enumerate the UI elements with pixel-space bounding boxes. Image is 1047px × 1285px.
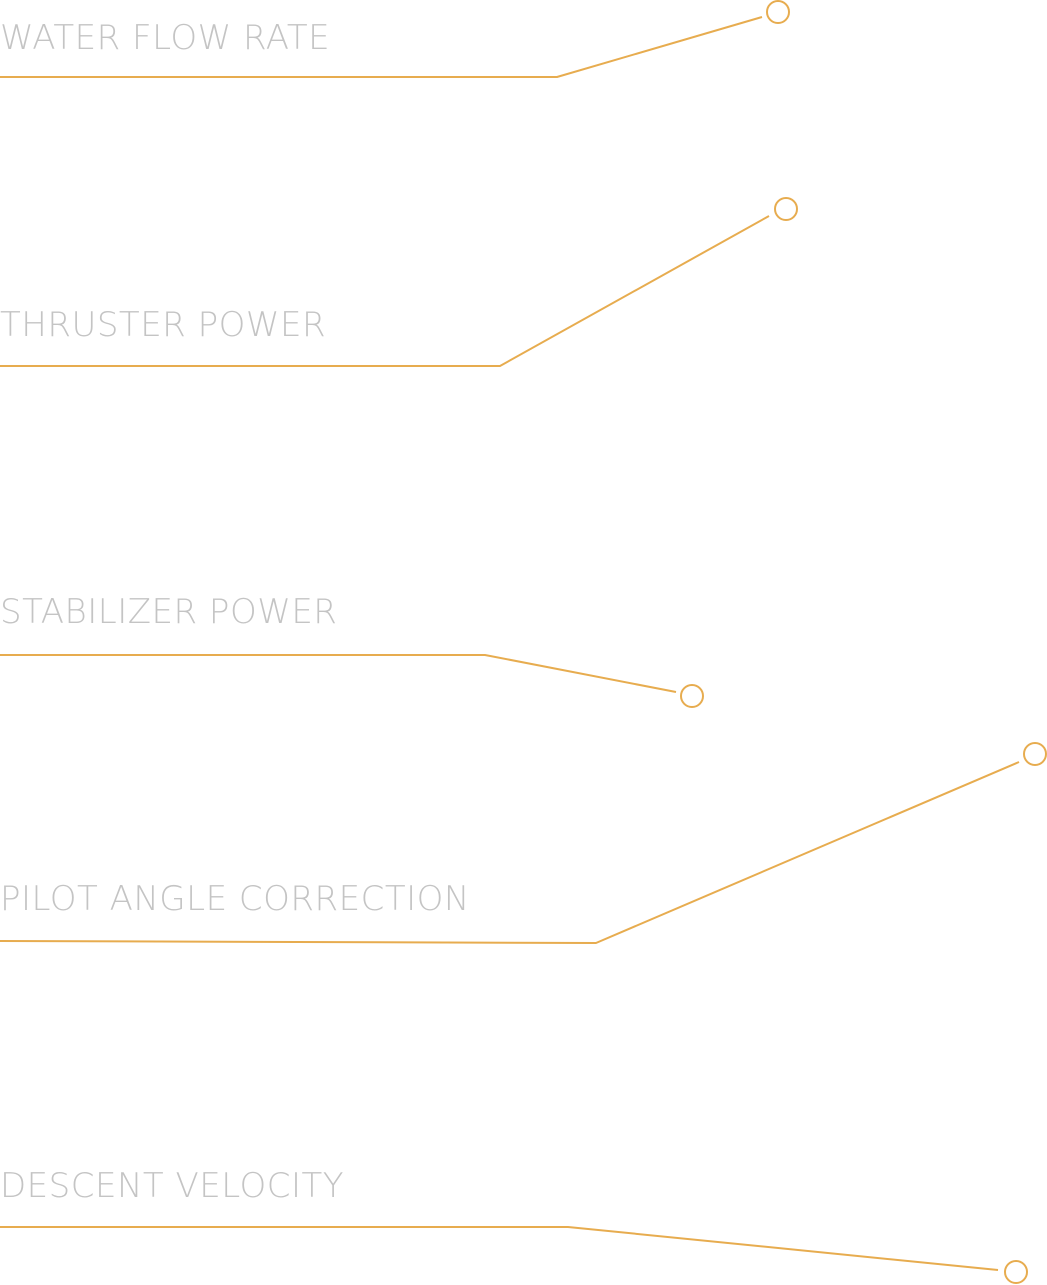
leader-line-pilot-angle-correction [0, 761, 1020, 944]
node-circle-pilot-angle-correction[interactable] [1023, 742, 1047, 766]
leader-line-stabilizer-power [0, 654, 677, 693]
callout-label-descent-velocity: DESCENT VELOCITY [0, 1166, 345, 1206]
node-circle-descent-velocity[interactable] [1004, 1260, 1028, 1284]
callout-label-water-flow-rate: WATER FLOW RATE [0, 18, 331, 58]
callout-label-pilot-angle-correction: PILOT ANGLE CORRECTION [0, 879, 470, 919]
leader-line-water-flow-rate [0, 16, 763, 78]
node-circle-stabilizer-power[interactable] [680, 684, 704, 708]
node-circle-thruster-power[interactable] [774, 197, 798, 221]
callout-label-stabilizer-power: STABILIZER POWER [0, 592, 338, 632]
node-circle-water-flow-rate[interactable] [766, 0, 790, 24]
callout-label-thruster-power: THRUSTER POWER [0, 305, 327, 345]
leader-line-thruster-power [0, 215, 770, 367]
leader-line-descent-velocity [0, 1226, 999, 1271]
